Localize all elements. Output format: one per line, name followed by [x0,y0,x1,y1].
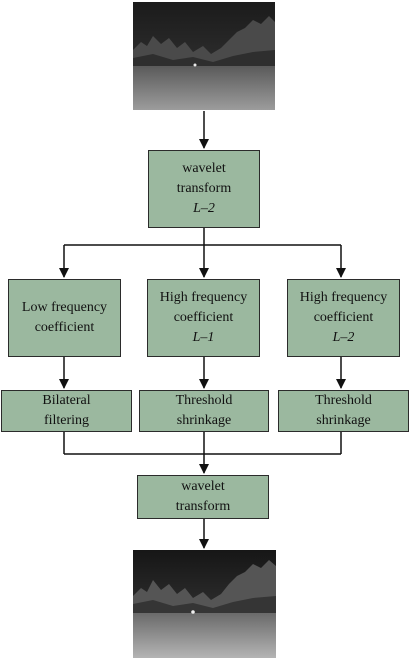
process-label-line2: shrinkage [176,413,232,428]
coefficient-level-label: L–1 [192,330,215,345]
transform-label: transform [176,181,232,196]
coefficient-label-line1: High frequency [159,290,248,305]
high-frequency-coefficient-l2-box: High frequency coefficient L–2 [287,279,400,357]
process-label-line1: Threshold [175,393,233,408]
threshold-shrinkage-box-2: Threshold shrinkage [278,390,409,432]
threshold-shrinkage-box-1: Threshold shrinkage [139,390,269,432]
low-frequency-coefficient-box: Low frequency coefficient [8,279,121,357]
coefficient-level-label: L–2 [332,330,355,345]
bilateral-filtering-box: Bilateral filtering [1,390,132,432]
process-label-line1: Bilateral [42,393,91,408]
output-thermal-image [133,550,276,658]
coefficient-label-line2: coefficient [34,320,95,335]
inverse-wavelet-transform-box: wavelet transform [137,475,269,519]
level-label: L–2 [193,201,215,216]
wavelet-label: wavelet [181,479,225,494]
transform-label: transform [175,499,231,514]
input-thermal-image [133,2,275,110]
coefficient-label-line2: coefficient [173,310,234,325]
coefficient-label-line1: Low frequency [21,300,108,315]
high-frequency-coefficient-l1-box: High frequency coefficient L–1 [147,279,260,357]
process-label-line2: filtering [43,413,90,428]
coefficient-label-line1: High frequency [299,290,388,305]
process-label-line1: Threshold [315,393,372,408]
process-label-line2: shrinkage [316,413,371,428]
wavelet-transform-box: wavelet transform L–2 [148,150,260,228]
coefficient-label-line2: coefficient [313,310,374,325]
wavelet-label: wavelet [182,161,226,176]
